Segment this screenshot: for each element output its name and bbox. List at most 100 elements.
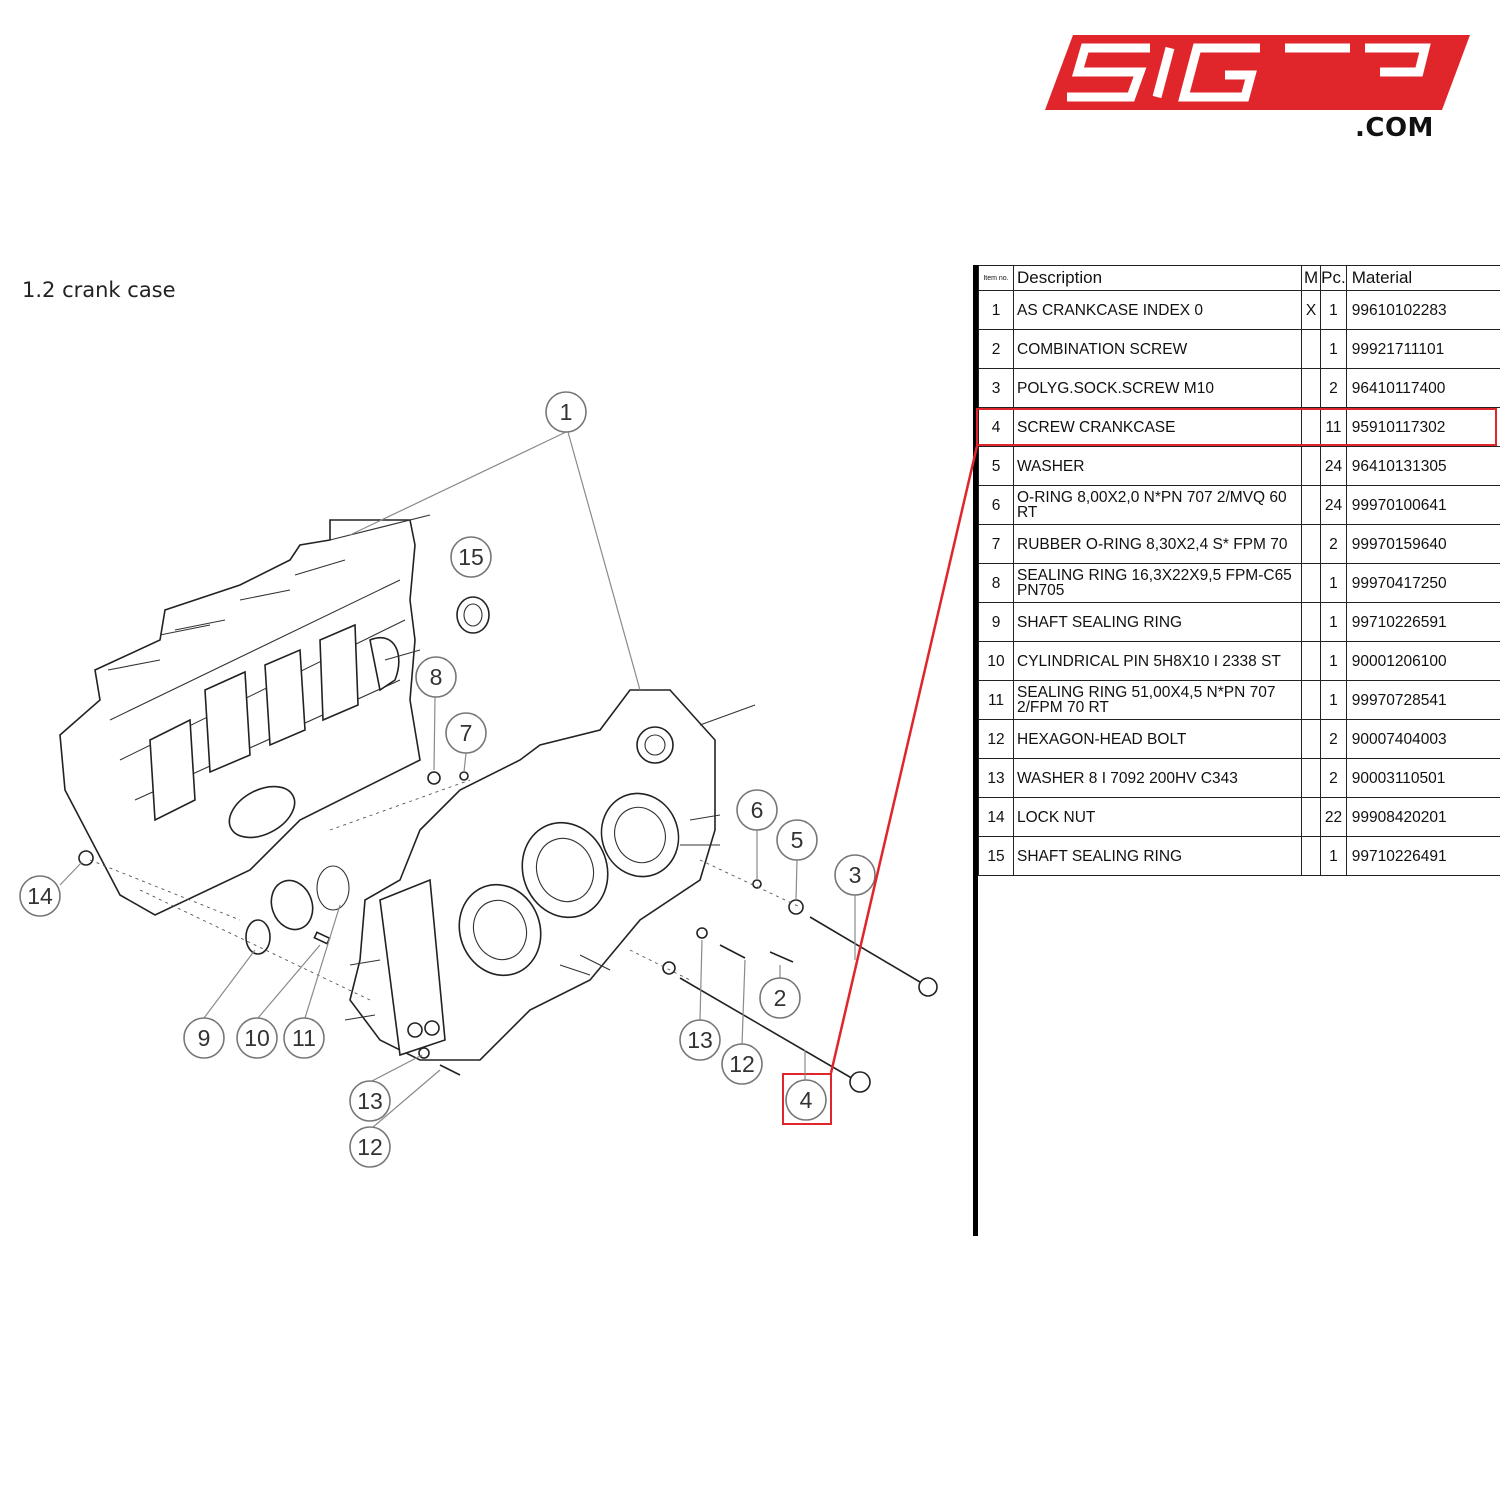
cell-material: 99710226491: [1345, 836, 1500, 876]
svg-text:6: 6: [751, 797, 764, 823]
cell-pc: 2: [1320, 524, 1347, 564]
assembly-lines: [89, 779, 801, 1001]
cell-m: [1300, 446, 1322, 486]
cell-description: SEALING RING 16,3X22X9,5 FPM-C65 PN705: [1013, 563, 1302, 603]
callout-9[interactable]: 9: [183, 1017, 225, 1059]
cell-description: RUBBER O-RING 8,30X2,4 S* FPM 70: [1013, 524, 1302, 564]
cell-material: 90001206100: [1345, 641, 1500, 681]
callout-2[interactable]: 2: [759, 977, 801, 1019]
cell-description: AS CRANKCASE INDEX 0: [1013, 290, 1302, 330]
cell-description: SHAFT SEALING RING: [1013, 602, 1302, 642]
cell-material: 99921711101: [1345, 329, 1500, 369]
svg-text:15: 15: [458, 544, 484, 570]
callout-13[interactable]: 13: [349, 1080, 391, 1122]
svg-text:10: 10: [244, 1025, 270, 1051]
cell-description: SCREW CRANKCASE: [1013, 407, 1302, 447]
callout-8[interactable]: 8: [415, 656, 457, 698]
header-m: M: [1300, 265, 1322, 291]
cell-item-no: 11: [978, 680, 1014, 720]
svg-text:3: 3: [849, 862, 862, 888]
section-title: 1.2 crank case: [22, 278, 176, 302]
cell-m: [1300, 602, 1322, 642]
cell-description: O-RING 8,00X2,0 N*PN 707 2/MVQ 60 RT: [1013, 485, 1302, 525]
callout-11[interactable]: 11: [283, 1017, 325, 1059]
callout-13[interactable]: 13: [679, 1019, 721, 1061]
svg-text:13: 13: [687, 1027, 713, 1053]
cell-item-no: 7: [978, 524, 1014, 564]
callout-1[interactable]: 1: [545, 391, 587, 433]
svg-text:2: 2: [774, 985, 787, 1011]
callout-15[interactable]: 15: [450, 536, 492, 578]
cell-description: POLYG.SOCK.SCREW M10: [1013, 368, 1302, 408]
cell-material: 99908420201: [1345, 797, 1500, 837]
callout-4[interactable]: 4: [785, 1079, 827, 1121]
cell-description: COMBINATION SCREW: [1013, 329, 1302, 369]
svg-text:11: 11: [292, 1025, 316, 1051]
svg-text:12: 12: [357, 1134, 383, 1160]
cell-m: [1300, 719, 1322, 759]
cell-material: 99970728541: [1345, 680, 1500, 720]
callout-12[interactable]: 12: [349, 1126, 391, 1168]
cell-item-no: 10: [978, 641, 1014, 681]
callout-14[interactable]: 14: [19, 875, 61, 917]
callout-5[interactable]: 5: [776, 819, 818, 861]
cell-item-no: 14: [978, 797, 1014, 837]
header-material: Material: [1345, 265, 1500, 291]
header-description: Description: [1013, 265, 1302, 291]
cell-description: CYLINDRICAL PIN 5H8X10 I 2338 ST: [1013, 641, 1302, 681]
cell-pc: 1: [1320, 641, 1347, 681]
cell-material: 99970159640: [1345, 524, 1500, 564]
cell-material: 96410117400: [1345, 368, 1500, 408]
cell-pc: 1: [1320, 290, 1347, 330]
callout-3[interactable]: 3: [834, 854, 876, 896]
callout-leaders: [59, 431, 856, 1129]
cell-pc: 1: [1320, 680, 1347, 720]
callout-7[interactable]: 7: [445, 712, 487, 754]
svg-text:13: 13: [357, 1088, 383, 1114]
svg-text:7: 7: [460, 720, 473, 746]
table-header-row: Item no. Description M Pc. Material: [978, 265, 1500, 291]
cell-item-no: 3: [978, 368, 1014, 408]
brand-logo[interactable]: [1045, 35, 1470, 110]
cell-m: [1300, 758, 1322, 798]
callout-12[interactable]: 12: [721, 1043, 763, 1085]
svg-text:5: 5: [791, 827, 804, 853]
cell-item-no: 15: [978, 836, 1014, 876]
callout-6[interactable]: 6: [736, 789, 778, 831]
cell-pc: 1: [1320, 836, 1347, 876]
cell-material: 90003110501: [1345, 758, 1500, 798]
cell-pc: 24: [1320, 446, 1347, 486]
logo-domain-suffix: .COM: [1355, 113, 1434, 143]
svg-text:14: 14: [27, 883, 53, 909]
cell-description: SHAFT SEALING RING: [1013, 836, 1302, 876]
cell-m: [1300, 797, 1322, 837]
cell-m: [1300, 641, 1322, 681]
header-item-no: Item no.: [978, 265, 1014, 291]
cell-item-no: 1: [978, 290, 1014, 330]
cell-material: 99710226591: [1345, 602, 1500, 642]
crankcase-left-half: [59, 514, 431, 916]
callout-10[interactable]: 10: [236, 1017, 278, 1059]
cell-item-no: 13: [978, 758, 1014, 798]
cell-m: [1300, 524, 1322, 564]
cell-pc: 1: [1320, 329, 1347, 369]
cell-pc: 1: [1320, 563, 1347, 603]
callout-markers: 1 2 3 4 5 6 7 8 9 10 11 12 13 12 13 14 1…: [19, 391, 876, 1168]
cell-pc: 2: [1320, 368, 1347, 408]
exploded-view-diagram: 1 2 3 4 5 6 7 8 9 10 11 12 13 12 13 14 1…: [19, 391, 938, 1168]
